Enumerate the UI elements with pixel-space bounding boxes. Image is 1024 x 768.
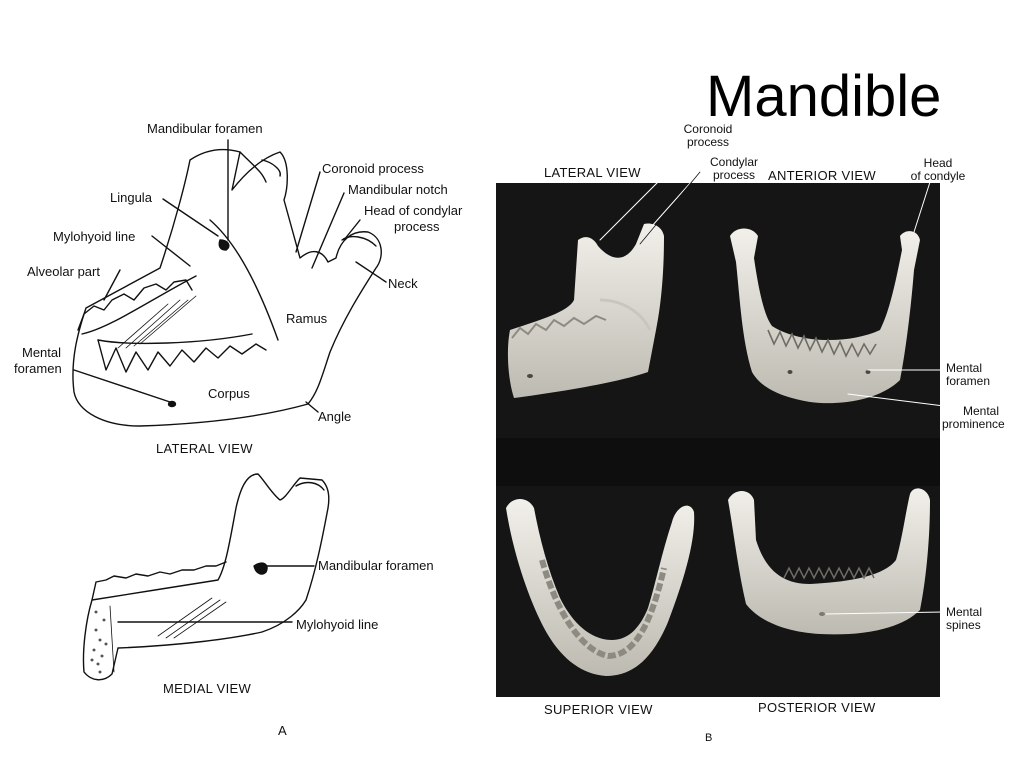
caption-photo-superior-view: SUPERIOR VIEW [544,702,653,717]
label-head-condylar-2: process [394,219,440,234]
label-alveolar-part: Alveolar part [27,264,100,279]
label-condylar-2: process [712,168,756,182]
label-lingula: Lingula [110,190,152,205]
photo-anterior-mandible [730,228,920,404]
panel-letter-a: A [278,723,287,738]
label-medial-mandibular-foramen: Mandibular foramen [318,558,434,573]
caption-photo-posterior-view: POSTERIOR VIEW [758,700,876,715]
panel-letter-b: B [705,732,713,744]
medial-mandible-outline [82,473,330,681]
caption-medial-view: MEDIAL VIEW [163,681,252,696]
slide-title: Mandible [706,64,942,129]
medial-teeth [91,561,227,601]
label-corpus: Corpus [208,386,250,401]
lateral-mandible-outline [72,148,382,427]
label-coronoid-2: process [686,135,730,149]
label-mental-foramen-1: Mental [946,361,983,375]
label-mental-spines-1: Mental [946,605,983,619]
caption-photo-anterior-view: ANTERIOR VIEW [768,168,876,183]
label-condylar-1: Condylar [709,155,759,169]
caption-photo-lateral-view: LATERAL VIEW [544,165,641,180]
photo-superior-mandible [506,499,695,676]
medial-symphysis [90,610,108,674]
label-head-1: Head [923,156,953,170]
label-mental-prominence-2: prominence [942,417,1005,431]
label-mental-2: foramen [14,361,62,376]
label-neck: Neck [388,276,418,291]
label-mental-spines-2: spines [946,618,981,632]
label-medial-mylohyoid-line: Mylohyoid line [296,617,379,632]
photo-posterior-mandible [728,488,930,635]
label-ramus: Ramus [286,311,328,326]
label-head-2: of condyle [910,169,966,183]
lateral-upper-teeth [77,279,193,331]
label-mylohyoid-line: Mylohyoid line [53,229,136,244]
label-mental-1: Mental [22,345,62,360]
label-coronoid-1: Coronoid [683,122,733,136]
label-mental-prominence-1: Mental [962,404,1000,418]
photo-lateral-mandible [507,223,664,398]
label-head-condylar-1: Head of condylar [364,203,463,218]
label-coronoid-process: Coronoid process [322,161,424,176]
caption-lateral-view: LATERAL VIEW [156,441,253,456]
label-mandibular-notch: Mandibular notch [348,182,448,197]
lateral-lower-teeth [97,339,267,373]
label-angle: Angle [318,409,352,424]
label-mental-foramen-2: foramen [946,374,991,388]
label-mandibular-foramen: Mandibular foramen [147,121,263,136]
